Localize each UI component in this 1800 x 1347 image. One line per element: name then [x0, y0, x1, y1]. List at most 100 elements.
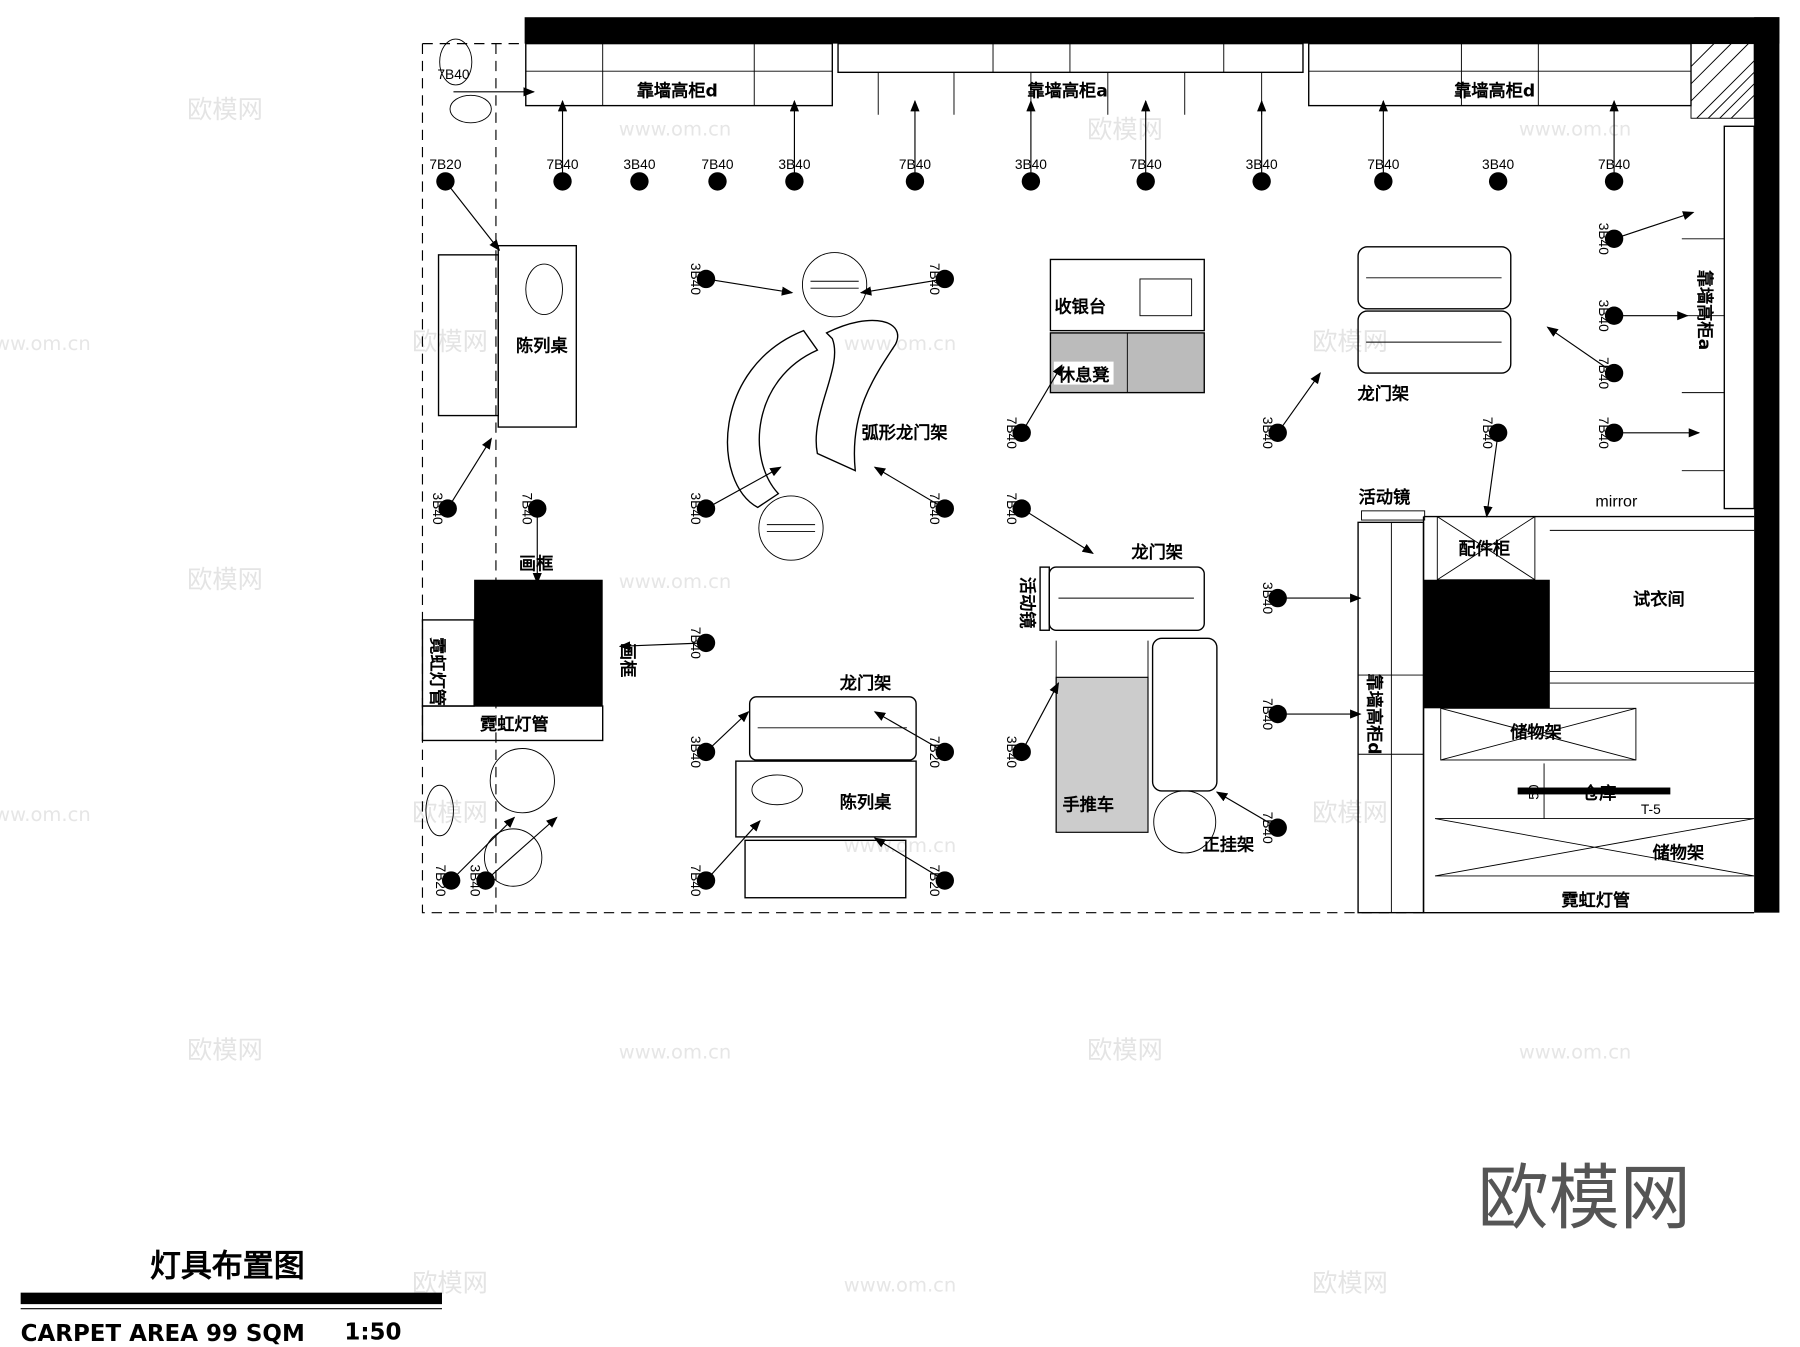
light-code: 3B40 [1004, 736, 1019, 768]
light-code: 7B40 [1598, 157, 1630, 172]
display-table-left [497, 244, 577, 428]
gantry-rack-right: 龙门架 [1357, 246, 1512, 405]
carpet-area: CARPET AREA 99 SQM [21, 1321, 305, 1347]
light-dot-icon [1374, 172, 1393, 191]
watermark-text: 欧模网 [412, 327, 488, 356]
light-dot-icon [1604, 363, 1624, 383]
light-code: 7B40 [1260, 812, 1275, 844]
light-dot-icon [696, 742, 716, 762]
light-dot-icon [935, 269, 954, 289]
light-code: 7B40 [1596, 417, 1611, 449]
light-fixture: 3B40 [1260, 582, 1362, 615]
neon-tube-left [421, 705, 604, 742]
watermark-text: 欧模网 [187, 1035, 263, 1064]
light-fixture: 3B40 [1482, 157, 1515, 191]
gantry-rack-bottom [748, 696, 917, 761]
light-fixture: 7B40 [1130, 99, 1162, 191]
light-direction-arrow [447, 437, 492, 509]
light-dot-icon [438, 499, 457, 518]
label-display-table: 陈列桌 [516, 335, 568, 356]
label-wall-cabinet-d-vertical: 靠墙高柜d [1363, 673, 1384, 754]
watermark-text: 欧模网 [1312, 1269, 1388, 1298]
light-fixtures: 7B40 7B20 7B40 3B40 7B40 3B40 7B40 3B40 7B40 3B40… [429, 67, 1701, 897]
light-dot-icon [905, 172, 925, 191]
light-fixture: 3B40 [1596, 211, 1695, 255]
light-fixture: 7B40 [873, 466, 954, 525]
label-fixture-code: T-5 [1641, 802, 1661, 817]
watermark-text: 欧模网 [187, 95, 263, 124]
label-movable-mirror-vertical: 活动镜 [1017, 577, 1038, 629]
light-fixture: 3B40 [688, 263, 794, 296]
light-code: 7B20 [433, 864, 448, 896]
label-dimension: 50 [1526, 784, 1541, 800]
light-fixture: 7B40 [1260, 698, 1362, 730]
watermarks: 欧模网欧模网欧模网欧模网欧模网欧模网欧模网欧模网欧模网欧模网欧模网www.om.… [0, 95, 1631, 1297]
light-direction-arrow [859, 278, 945, 296]
light-fixture: 7B40 [546, 99, 579, 191]
light-fixture: 7B40 [859, 263, 954, 296]
decor-icon [751, 774, 803, 806]
light-dot-icon [1252, 172, 1271, 191]
light-fixture: 7B40 [1596, 417, 1701, 449]
watermark-text: 欧模网 [412, 798, 488, 827]
watermark-logo: 欧模网 [1477, 1157, 1690, 1240]
label-neon-tube: 霓虹灯管 [480, 714, 549, 735]
light-fixture: 3B40 [778, 99, 811, 191]
watermark-text: 欧模网 [1087, 115, 1163, 144]
display-table-bottom-base [744, 839, 907, 899]
light-dot-icon [1012, 499, 1031, 518]
light-fixture: 3B40 [1596, 300, 1689, 332]
light-direction-arrow [705, 819, 761, 881]
light-code: 7B40 [688, 864, 703, 896]
light-direction-arrow [485, 816, 558, 881]
light-code: 7B40 [1004, 492, 1019, 524]
light-fixture: 7B20 [433, 816, 516, 897]
light-dot-icon [785, 172, 804, 191]
light-dot-icon [441, 871, 461, 890]
light-fixture: 7B20 [873, 837, 954, 897]
label-storage-rack: 储物架 [1510, 722, 1562, 743]
gantry-rack-center [1048, 566, 1205, 631]
light-dot-icon [1604, 229, 1624, 248]
light-dot-icon [935, 871, 954, 890]
label-wall-cabinet-a: 靠墙高柜a [1027, 80, 1107, 101]
light-dot-icon [1268, 588, 1287, 608]
watermark-url: www.om.cn [0, 803, 91, 826]
curved-gantry-rack: 弧形龙门架 [726, 252, 948, 561]
light-fixture: 7B40 [688, 819, 761, 897]
light-fixture: 7B20 [429, 157, 501, 252]
cashier-counter: 收银台 休息凳 [1049, 258, 1205, 394]
light-code: 3B40 [688, 492, 703, 524]
top-cabinets: 靠墙高柜d 靠墙高柜a 靠墙高柜d [525, 42, 1692, 115]
column-hatch [1690, 43, 1755, 119]
light-code: 7B40 [519, 492, 534, 524]
label-mirror: mirror [1595, 492, 1638, 510]
top-wall [524, 17, 1780, 44]
light-fixture: 3B40 [430, 437, 492, 525]
label-front-hanging-rack: 正挂架 [1203, 835, 1255, 856]
light-code: 7B40 [437, 67, 469, 82]
boundary-dashed [421, 43, 1424, 914]
light-fixture: 7B40 [437, 67, 535, 97]
light-code: 3B40 [1482, 157, 1514, 172]
light-code: 7B40 [1130, 157, 1162, 172]
light-dot-icon [436, 172, 455, 191]
light-fixture: 7B40 [1367, 99, 1400, 191]
watermark-url: www.om.cn [1519, 1040, 1631, 1063]
label-display-table: 陈列桌 [840, 792, 892, 813]
light-dot-icon [1268, 423, 1287, 442]
back-rooms: 靠墙高柜d 配件柜 试衣间 储物架 仓库 T-5 50 储物架 霓虹灯管 [1357, 510, 1755, 914]
label-picture-frame: 画框 [519, 553, 553, 574]
label-wall-cabinet-d: 靠墙高柜d [637, 80, 718, 101]
light-code: 7B40 [1480, 417, 1495, 449]
watermark-url: www.om.cn [619, 570, 731, 593]
label-movable-mirror: 活动镜 [1359, 487, 1411, 508]
light-fixture: 7B40 [1004, 364, 1063, 449]
light-direction-arrow [1215, 791, 1279, 829]
picture-frame-block [474, 579, 603, 707]
light-dot-icon [696, 499, 716, 518]
light-dot-icon [1268, 704, 1287, 724]
light-direction-arrow [873, 711, 946, 753]
pendant-lamps [425, 38, 555, 887]
